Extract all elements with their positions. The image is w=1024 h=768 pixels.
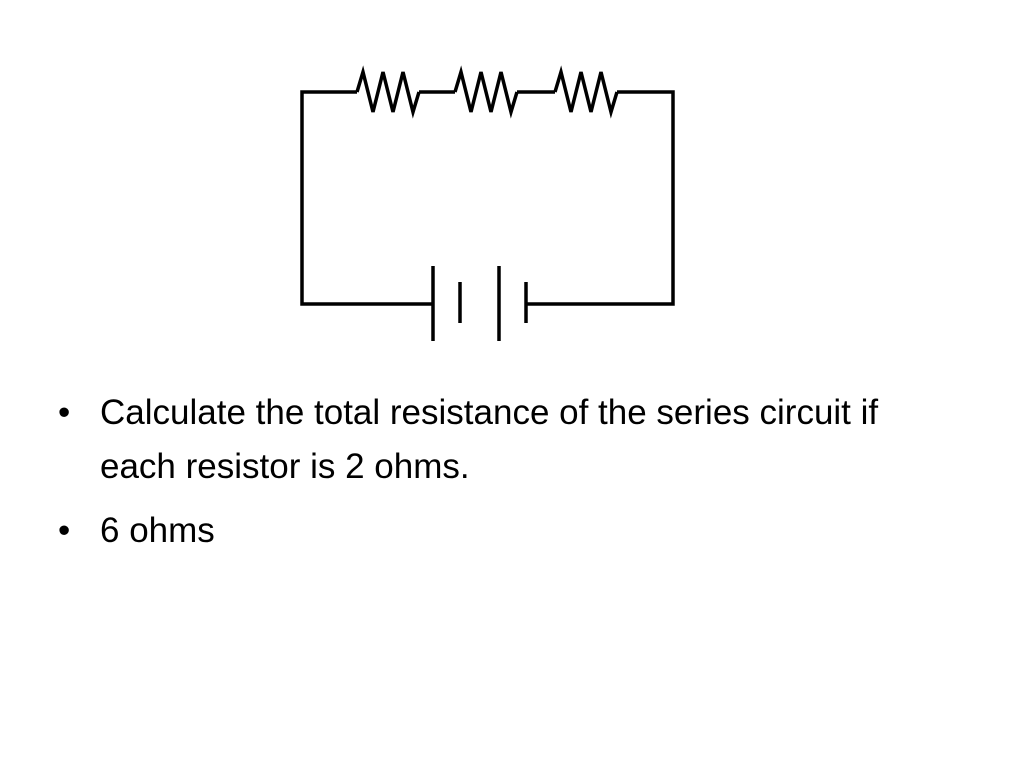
question-text: Calculate the total resistance of the se… [100, 393, 879, 486]
answer-bullet: • 6 ohms [58, 504, 958, 558]
resistor-2 [453, 65, 519, 119]
wire-left [300, 90, 432, 306]
bullet-list: • Calculate the total resistance of the … [58, 386, 958, 568]
answer-text: 6 ohms [100, 511, 215, 550]
resistor-1 [355, 65, 421, 119]
series-circuit-diagram [300, 65, 675, 341]
wire-right [527, 90, 675, 306]
question-bullet: • Calculate the total resistance of the … [58, 386, 958, 494]
bullet-marker: • [58, 511, 71, 550]
bullet-marker: • [58, 393, 71, 432]
resistor-3 [553, 65, 619, 119]
